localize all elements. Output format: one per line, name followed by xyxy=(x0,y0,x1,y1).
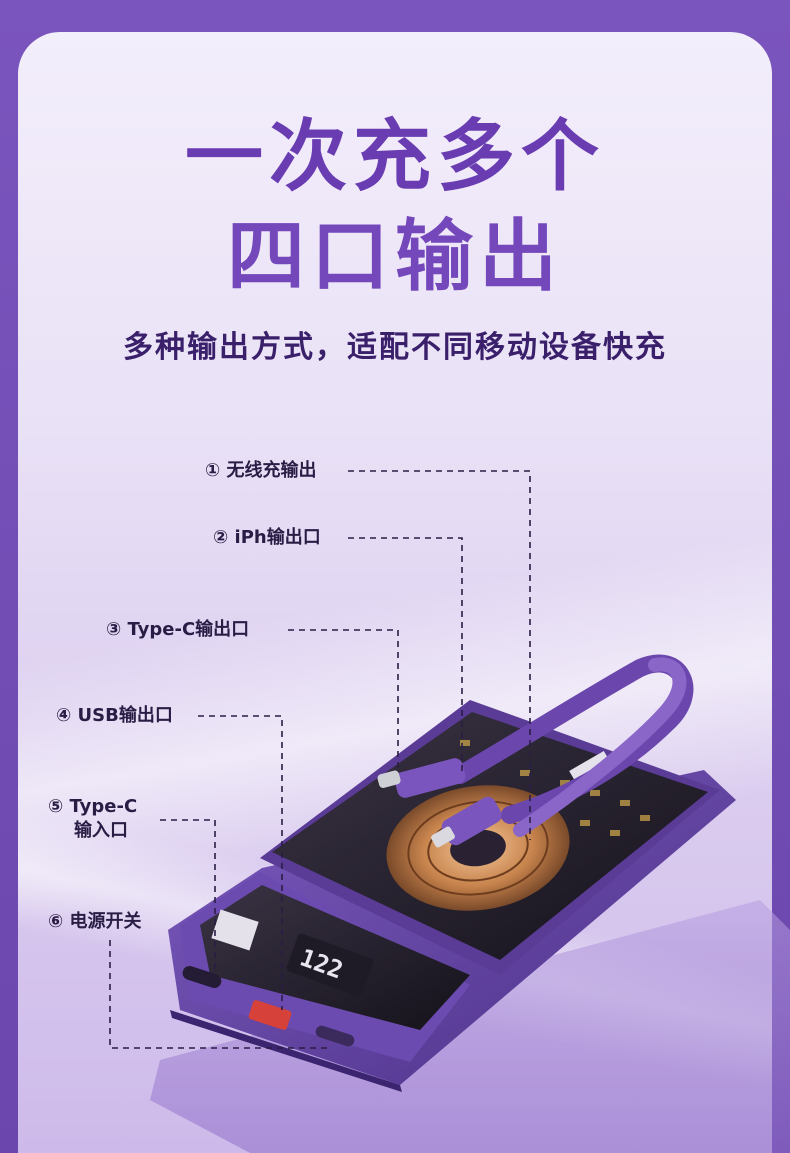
callout-5: ⑤ Type-C 输入口 xyxy=(48,795,137,843)
callout-6: ⑥ 电源开关 xyxy=(48,910,142,934)
callout-3-text: Type-C输出口 xyxy=(127,619,250,640)
headline-line-1: 一次充多个 xyxy=(184,112,605,202)
callout-2-text: iPh输出口 xyxy=(234,527,321,548)
callout-6-text: 电源开关 xyxy=(69,911,142,932)
callout-2-number: ② xyxy=(213,527,229,548)
callout-3: ③ Type-C输出口 xyxy=(106,618,249,642)
callout-6-number: ⑥ xyxy=(48,911,64,932)
callout-line-2 xyxy=(348,537,463,775)
callout-5-text2: 输入口 xyxy=(74,820,128,841)
pedestal xyxy=(150,900,790,1153)
callout-line-4 xyxy=(198,715,283,1010)
subtitle: 多种输出方式，适配不同移动设备快充 xyxy=(123,330,667,365)
callout-line-5 xyxy=(160,819,216,970)
callout-5-number: ⑤ xyxy=(48,796,64,817)
callout-1-number: ① xyxy=(205,460,221,481)
callout-4-text: USB输出口 xyxy=(77,705,173,726)
callout-1-text: 无线充输出 xyxy=(226,460,317,481)
callout-4: ④ USB输出口 xyxy=(56,704,173,728)
callout-line-1 xyxy=(348,470,531,840)
callout-line-6 xyxy=(109,940,330,1049)
built-in-cables xyxy=(377,654,694,848)
callout-3-number: ③ xyxy=(106,619,122,640)
callout-1: ① 无线充输出 xyxy=(205,459,317,483)
callout-5-text: Type-C xyxy=(69,796,138,817)
callout-4-number: ④ xyxy=(56,705,72,726)
callout-lines xyxy=(109,470,531,1049)
callout-line-3 xyxy=(288,629,399,770)
headline-line-2: 四口输出 xyxy=(226,212,563,302)
callout-2: ② iPh输出口 xyxy=(213,526,321,550)
